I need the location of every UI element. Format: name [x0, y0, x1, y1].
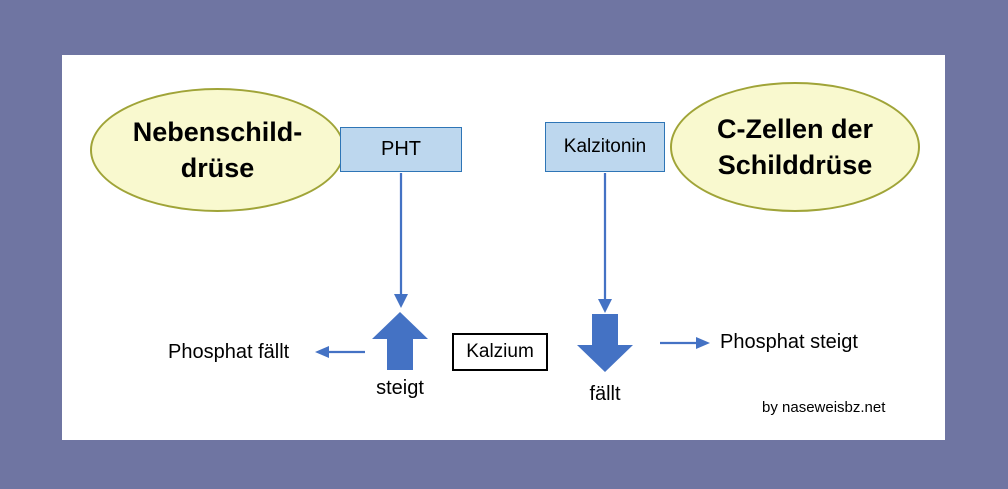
pht-box: PHT [340, 127, 462, 172]
c-zellen-label-line2: Schilddrüse [717, 150, 873, 180]
c-zellen-label-line1: C-Zellen der [716, 113, 874, 144]
nebenschilddruese-ellipse: Nebenschild- drüse [90, 88, 345, 212]
kalzium-box: Kalzium [452, 333, 548, 371]
phosphat-steigt-label: Phosphat steigt [720, 331, 858, 353]
kalzitonin-down-arrow [598, 173, 612, 313]
kalzitonin-label: Kalzitonin [563, 136, 647, 157]
nebenschilddruese-label-line2: drüse [180, 153, 255, 183]
diagram-canvas: Nebenschild- drüse C-Zellen der Schilddr… [62, 55, 945, 440]
pht-down-arrow [394, 173, 408, 308]
kalzium-down-block-arrow [577, 314, 633, 372]
faellt-label: fällt [589, 383, 621, 405]
phosphat-faellt-label: Phosphat fällt [168, 341, 290, 363]
kalzitonin-box: Kalzitonin [545, 122, 665, 172]
pht-label: PHT [381, 138, 421, 160]
phosphat-steigt-arrow [660, 337, 710, 349]
nebenschilddruese-label-line1: Nebenschild- [132, 116, 303, 147]
c-zellen-ellipse: C-Zellen der Schilddrüse [670, 82, 920, 212]
credit-text: by naseweisbz.net [762, 399, 886, 416]
kalzium-label: Kalzium [466, 341, 534, 362]
kalzium-up-block-arrow [372, 312, 428, 370]
steigt-label: steigt [376, 377, 424, 399]
phosphat-faellt-arrow [315, 346, 365, 358]
